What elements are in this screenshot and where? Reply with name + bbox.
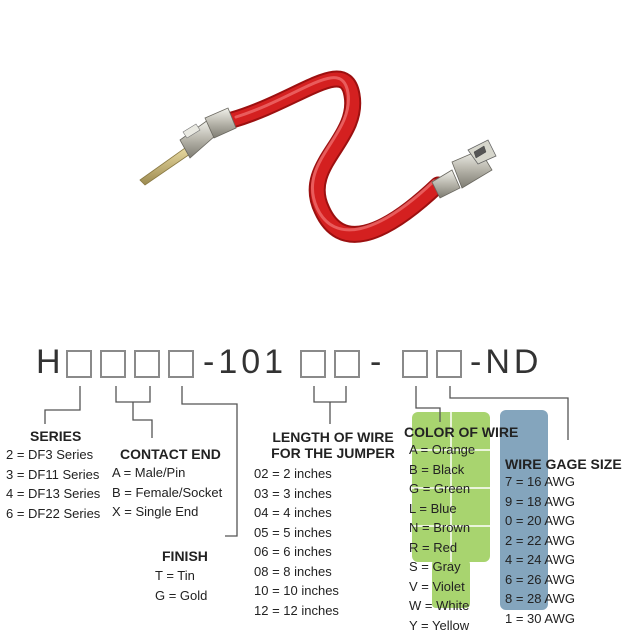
contact-end-item: X = Single End [112,504,199,519]
color-item: W = White [409,598,470,613]
pn-box-color [402,350,428,378]
length-item: 08 = 8 inches [254,563,332,579]
series-heading: SERIES [30,428,82,444]
leader-finish [181,386,238,537]
length-item: 02 = 2 inches [254,466,332,481]
leader-series [44,386,81,424]
pn-dash: - [370,343,382,381]
length-item: 03 = 3 inches [254,485,332,501]
length-heading-line2: FOR THE JUMPER [271,445,395,462]
length-item: 06 = 6 inches [254,544,332,559]
finish-item: T = Tin [155,568,195,583]
pn-box-length-2 [334,350,360,378]
gage-item: 7 = 16 AWG [505,474,575,489]
pn-box-gage [436,350,462,378]
length-item: 12 = 12 inches [254,602,339,618]
female-socket-contact [431,139,497,199]
length-item: 05 = 5 inches [254,524,332,540]
color-item: R = Red [409,539,458,555]
gage-heading: WIRE GAGE SIZE [505,456,622,472]
leader-contact-end [132,402,153,438]
contact-end-heading: CONTACT END [120,446,221,462]
length-heading-line1: LENGTH OF WIRE [272,429,394,445]
series-list: 2 = DF3 Series 3 = DF11 Series 4 = DF13 … [6,445,100,523]
color-item: A = Orange [409,442,476,457]
series-item: 4 = DF13 Series [6,486,101,501]
color-item: Y = Yellow [409,617,470,633]
jumper-wire-photo [139,70,497,243]
watermark-blue-block [500,410,548,610]
wire-body [225,72,445,241]
gage-item: 9 = 18 AWG [505,493,575,509]
pn-box-finish [168,350,194,378]
series-item: 3 = DF11 Series [6,466,100,482]
pn-box-series [66,350,92,378]
gage-item: 4 = 24 AWG [505,552,575,567]
leader-color [415,386,441,422]
gage-item: 6 = 26 AWG [505,571,575,587]
gage-list: 7 = 16 AWG 9 = 18 AWG 0 = 20 AWG 2 = 22 … [505,472,575,628]
contact-end-item: A = Male/Pin [112,465,186,480]
color-item: B = Black [409,461,465,477]
color-item: N = Brown [409,520,471,535]
finish-list: T = Tin G = Gold [155,566,207,605]
pn-suffix: -ND [470,343,543,381]
leader-length-bracket [313,386,347,403]
leader-contact-end-bracket [115,386,151,403]
contact-end-list: A = Male/Pin B = Female/Socket X = Singl… [112,463,222,522]
contact-end-item: B = Female/Socket [112,484,223,500]
gage-item: 2 = 22 AWG [505,532,575,548]
length-item: 10 = 10 inches [254,583,339,598]
gage-item: 1 = 30 AWG [505,610,575,626]
finish-item: G = Gold [155,587,208,603]
length-heading: LENGTH OF WIRE FOR THE JUMPER [258,429,408,461]
pn-box-contact-end-1 [100,350,126,378]
length-list: 02 = 2 inches 03 = 3 inches 04 = 4 inche… [254,464,339,620]
series-item: 6 = DF22 Series [6,505,101,521]
color-item: V = Violet [409,578,465,594]
watermark-grid-lines [412,412,490,562]
finish-heading: FINISH [162,548,208,564]
length-item: 04 = 4 inches [254,505,332,520]
color-item: G = Green [409,481,471,496]
gage-item: 0 = 20 AWG [505,513,575,528]
color-heading: COLOR OF WIRE [404,424,519,440]
color-item: L = Blue [409,500,457,516]
series-item: 2 = DF3 Series [6,447,94,462]
color-list: A = Orange B = Black G = Green L = Blue … [409,440,475,635]
gage-item: 8 = 28 AWG [505,591,575,606]
pn-box-length-1 [300,350,326,378]
pn-box-contact-end-2 [134,350,160,378]
pn-mid: -101 [203,343,288,381]
color-item: S = Gray [409,559,461,574]
male-pin-contact [139,107,237,186]
pn-prefix: H [36,343,61,381]
wire-highlight [234,76,436,232]
leader-gage [449,386,569,440]
